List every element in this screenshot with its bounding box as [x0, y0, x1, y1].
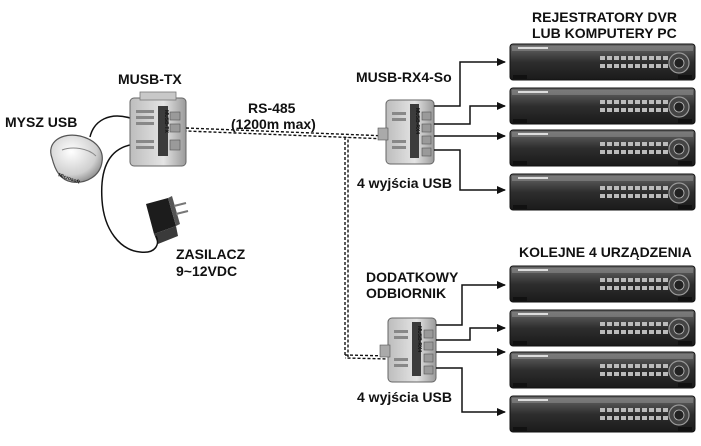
rs485-twisted-cable	[185, 127, 391, 360]
receiver-label: MUSB-RX4-So	[356, 69, 452, 85]
power-label-line2: 9~12VDC	[176, 263, 237, 279]
dvr-unit-icon	[509, 351, 696, 389]
dvr-unit-icon	[509, 87, 696, 125]
cable-label-line2: (1200m max)	[231, 116, 316, 132]
mouse-cable	[89, 115, 131, 138]
additional-receiver-icon: MUSB-RX4	[379, 317, 437, 383]
musb-tx-device-icon: MUSB-TX	[129, 91, 187, 167]
musb-rx4-receiver-icon: MUSB-RX4	[377, 99, 435, 165]
dvr-title-line1: REJESTRATORY DVR	[532, 9, 677, 25]
power-label-line1: ZASILACZ	[176, 246, 246, 262]
dvr-recorders	[509, 43, 696, 433]
transmitter-label: MUSB-TX	[118, 71, 182, 87]
dvr-unit-icon	[509, 395, 696, 433]
dvr-unit-icon	[509, 173, 696, 211]
receiver-2-usb-outputs	[436, 281, 506, 416]
dvr-unit-icon	[509, 43, 696, 81]
next-devices-label: KOLEJNE 4 URZĄDZENIA	[519, 244, 692, 260]
extra-receiver-label-line2: ODBIORNIK	[366, 285, 446, 301]
receiver-1-usb-outputs	[434, 58, 506, 194]
dvr-title-line2: LUB KOMPUTERY PC	[532, 25, 677, 41]
usb-mouse-icon: Microsoft	[50, 134, 103, 186]
mouse-label: MYSZ USB	[5, 114, 77, 130]
dvr-unit-icon	[509, 129, 696, 167]
dvr-unit-icon	[509, 309, 696, 347]
extra-receiver-label-line1: DODATKOWY	[366, 269, 459, 285]
cable-label-line1: RS-485	[248, 100, 296, 116]
power-cable	[100, 144, 159, 253]
rx-side-print: MUSB-RX4	[414, 108, 420, 134]
outputs-label-2: 4 wyjścia USB	[357, 389, 452, 405]
dvr-unit-icon	[509, 265, 696, 303]
power-adapter-icon	[146, 196, 189, 244]
tx-side-print: MUSB-TX	[163, 110, 169, 133]
outputs-label-1: 4 wyjścia USB	[357, 175, 452, 191]
rx2-side-print: MUSB-RX4	[416, 326, 422, 352]
